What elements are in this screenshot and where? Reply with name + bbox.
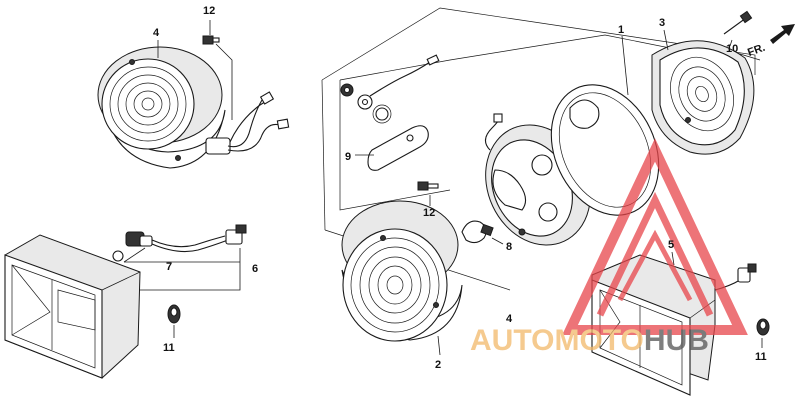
round-lamp-top-left: [97, 20, 290, 169]
callout-1: 1: [618, 24, 624, 36]
callout-3: 3: [659, 17, 665, 29]
callout-4-top: 4: [153, 27, 160, 39]
round-lamp-center: [341, 200, 463, 356]
direction-label: FR.: [746, 42, 767, 59]
callout-11-right: 11: [755, 351, 767, 363]
callout-numbers: 12 4 1 3 10 9 12 8 5 6 7 4 11 11 2: [153, 5, 767, 371]
callout-12-center: 12: [423, 207, 435, 219]
screw-and-bulb: [417, 181, 504, 245]
callout-12-top: 12: [203, 5, 215, 17]
callout-2: 2: [435, 359, 441, 371]
callout-6: 6: [252, 263, 258, 275]
arrow-right-icon: [770, 24, 795, 44]
lamp-housing: [484, 35, 660, 246]
lens-cover: [651, 10, 755, 155]
callout-4-center: 4: [506, 313, 513, 325]
callout-7: 7: [166, 261, 172, 273]
rect-lamp-left: [4, 224, 247, 379]
callout-5: 5: [668, 239, 674, 251]
watermark: AUTOMOTOHUB: [470, 138, 748, 357]
callout-10: 10: [726, 43, 738, 55]
callout-11-left: 11: [163, 342, 175, 354]
direction-indicator: FR.: [746, 24, 795, 59]
callout-8: 8: [506, 241, 512, 253]
small-parts-cluster: [340, 54, 440, 171]
watermark-brand-part1: AUTOMOTOHUB: [470, 324, 709, 357]
callout-9: 9: [345, 151, 351, 163]
triangle-logo-icon: [562, 138, 748, 335]
